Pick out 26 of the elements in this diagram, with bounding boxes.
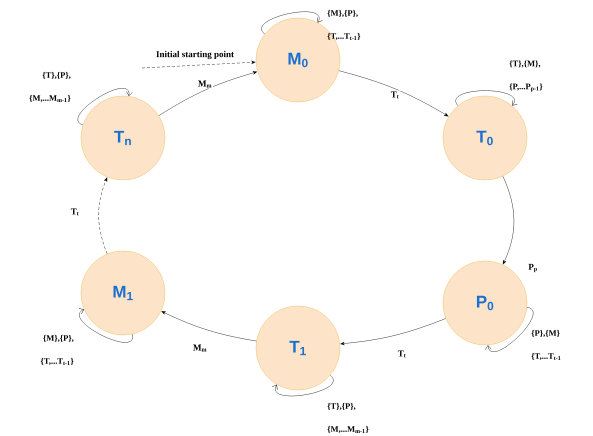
arrow [485, 307, 534, 352]
arrow [142, 60, 256, 68]
edge-label: T$_{t}$ [390, 90, 400, 100]
loop-label: {T},{P}, {M,...M$_{m-1}$} [29, 72, 71, 102]
arrow [158, 71, 258, 116]
loop-label: {M},{P}, {T,...T$_{t-1}$} [327, 10, 360, 40]
loop-label: {T},{M}, {P,...P$_{p-1}$} [509, 60, 542, 92]
edge-label: M$_{m}$ [192, 344, 208, 352]
arrow [78, 308, 133, 343]
loop-label: {T},{P}, {M,...M$_{m-1}$} [327, 402, 369, 434]
loop-label: {M},{P}, {T,...T$_{t-1}$} [40, 334, 74, 366]
arrow [262, 12, 323, 34]
arrow [340, 318, 446, 346]
edge-label: T$_{t}$ [70, 208, 80, 216]
arrow [98, 177, 108, 254]
edge-label: M$_{m}$ [197, 80, 213, 88]
arrow [502, 176, 514, 264]
loop-label: {P},{M} {T,...T$_{t-1}$ [531, 330, 560, 360]
arrow [78, 88, 133, 126]
edge-label: T$_{t}$ [396, 350, 408, 358]
edge-label: Initial starting point [155, 50, 236, 60]
arrow [272, 374, 334, 396]
arrow [338, 70, 448, 116]
edge-label: P$_{p}$ [527, 262, 539, 274]
arrow [456, 90, 518, 106]
arrow [161, 311, 257, 342]
